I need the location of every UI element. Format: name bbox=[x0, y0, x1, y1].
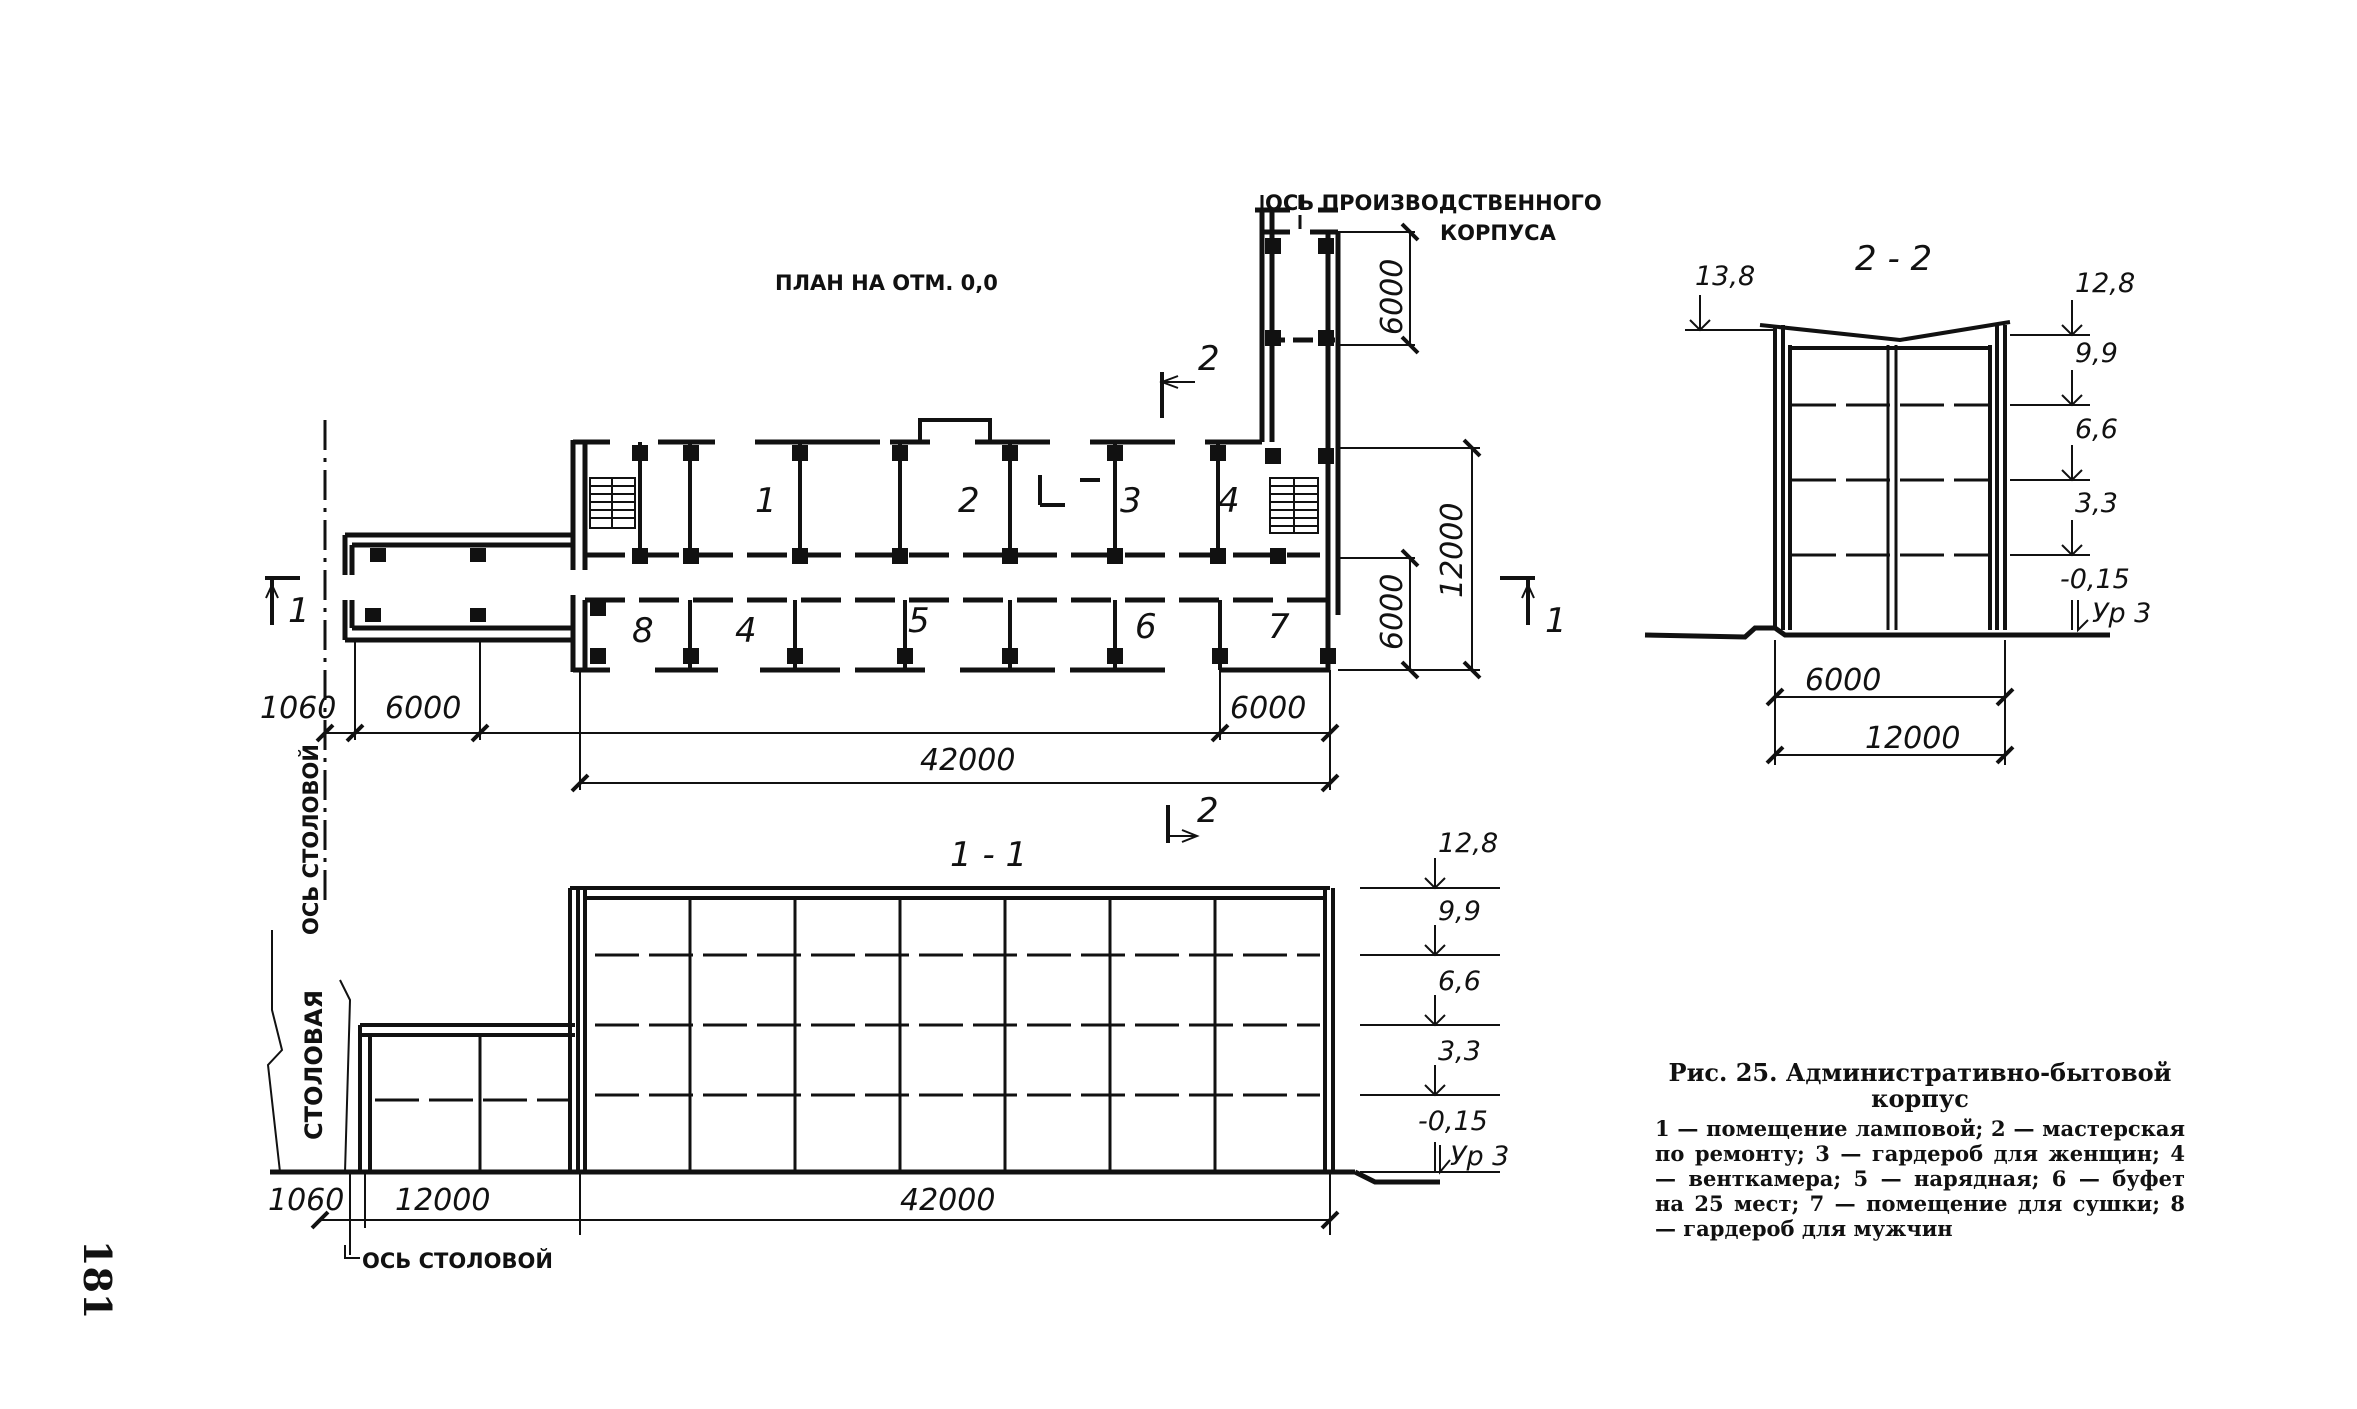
figure-caption-body: 1 — помещение ламповой; 2 — мастерская п… bbox=[1655, 1116, 2185, 1241]
staircase-right bbox=[1269, 477, 1319, 534]
section-cut-markers bbox=[265, 372, 1535, 843]
figure-caption-title: Рис. 25. Административно-бытовой корпус bbox=[1668, 1058, 2172, 1113]
section-1-1-level-marks bbox=[1360, 858, 1500, 1175]
section-mark-2-top: 2 bbox=[1198, 339, 1220, 379]
section-1-1-level-3-3: 3,3 bbox=[1438, 1036, 1481, 1067]
axis-production-label-2: КОРПУСА bbox=[1440, 221, 1557, 245]
axis-canteen-label-vertical: ОСЬ СТОЛОВОЙ bbox=[298, 744, 323, 935]
section-1-1 bbox=[266, 858, 1500, 1259]
section-2-2-level-ground: Ур 3 bbox=[2092, 598, 2151, 629]
plan-dimensions bbox=[315, 222, 1482, 793]
section-1-1-level-6-6: 6,6 bbox=[1438, 966, 1481, 997]
room-1-label: 1 bbox=[755, 481, 777, 521]
axis-production-label-1: ОСЬ ПРОИЗВОДСТВЕННОГО bbox=[1265, 191, 1602, 215]
plan-walls bbox=[342, 207, 1341, 673]
section-1-1-floors bbox=[375, 953, 1320, 1102]
section-2-2-frame bbox=[1644, 320, 2110, 640]
section-1-1-dimensions bbox=[310, 1172, 1340, 1259]
section-2-2-title: 2 - 2 bbox=[1855, 239, 1932, 279]
section-1-1-level-9-9: 9,9 bbox=[1438, 896, 1481, 927]
section-1-1-level-ground: Ур 3 bbox=[1450, 1141, 1509, 1172]
section-2-2-dimensions bbox=[1765, 640, 2015, 765]
plan-partitions bbox=[638, 418, 1222, 670]
section-1-1-level-minus-0-15: -0,15 bbox=[1418, 1106, 1488, 1137]
section-1-1-level-12-8: 12,8 bbox=[1438, 828, 1498, 859]
section-2-2 bbox=[1644, 295, 2110, 765]
floor-plan bbox=[265, 195, 1535, 900]
plan-dim-12000-vertical: 12000 bbox=[1435, 503, 1470, 598]
plan-dim-42000: 42000 bbox=[920, 743, 1015, 778]
plan-dim-6000-left: 6000 bbox=[385, 691, 461, 726]
canteen-label: СТОЛОВАЯ bbox=[300, 990, 328, 1140]
section-2-2-level-13-8: 13,8 bbox=[1695, 261, 1755, 292]
section-2-2-level-9-9: 9,9 bbox=[2075, 338, 2118, 369]
figure-caption: Рис. 25. Административно-бытовой корпус … bbox=[1655, 1058, 2185, 1242]
section-2-2-dim-12000: 12000 bbox=[1865, 721, 1960, 756]
page-number: 181 bbox=[75, 1240, 120, 1320]
plan-dim-1060: 1060 bbox=[260, 691, 336, 726]
plan-columns bbox=[365, 238, 1336, 664]
plan-dim-6000-right: 6000 bbox=[1230, 691, 1306, 726]
room-3-label: 3 bbox=[1120, 481, 1142, 521]
section-1-1-title: 1 - 1 bbox=[950, 835, 1027, 875]
section-2-2-level-12-8: 12,8 bbox=[2075, 268, 2135, 299]
axis-canteen-label-horizontal: ОСЬ СТОЛОВОЙ bbox=[362, 1248, 553, 1273]
section-mark-1-left: 1 bbox=[288, 591, 310, 631]
room-5-label: 5 bbox=[908, 601, 930, 641]
section-2-2-level-6-6: 6,6 bbox=[2075, 414, 2118, 445]
room-8-label: 8 bbox=[632, 611, 654, 651]
plan-axes bbox=[323, 195, 1302, 900]
plan-dim-6000-vertical-bottom: 6000 bbox=[1375, 574, 1410, 650]
section-mark-2-bottom: 2 bbox=[1197, 791, 1219, 831]
section-1-1-frame bbox=[266, 886, 1440, 1185]
plan-title: ПЛАН НА ОТМ. 0,0 bbox=[775, 271, 998, 295]
room-4-top-label: 4 bbox=[1218, 481, 1240, 521]
section-2-2-floors bbox=[1792, 403, 1988, 557]
room-4-bottom-label: 4 bbox=[735, 611, 757, 651]
staircase-left bbox=[589, 477, 636, 529]
section-1-1-dim-12000: 12000 bbox=[395, 1183, 490, 1218]
section-2-2-level-minus-0-15: -0,15 bbox=[2060, 564, 2130, 595]
room-6-label: 6 bbox=[1135, 607, 1157, 647]
section-2-2-dim-6000: 6000 bbox=[1805, 663, 1881, 698]
section-1-1-columns bbox=[478, 900, 1217, 1170]
plan-dim-6000-vertical-top: 6000 bbox=[1375, 259, 1410, 335]
room-2-label: 2 bbox=[958, 481, 980, 521]
section-2-2-level-3-3: 3,3 bbox=[2075, 488, 2118, 519]
section-mark-1-right: 1 bbox=[1545, 601, 1567, 641]
section-2-2-level-marks bbox=[1685, 295, 2090, 633]
section-1-1-dim-1060: 1060 bbox=[268, 1183, 344, 1218]
section-1-1-dim-42000: 42000 bbox=[900, 1183, 995, 1218]
room-7-label: 7 bbox=[1268, 607, 1290, 647]
